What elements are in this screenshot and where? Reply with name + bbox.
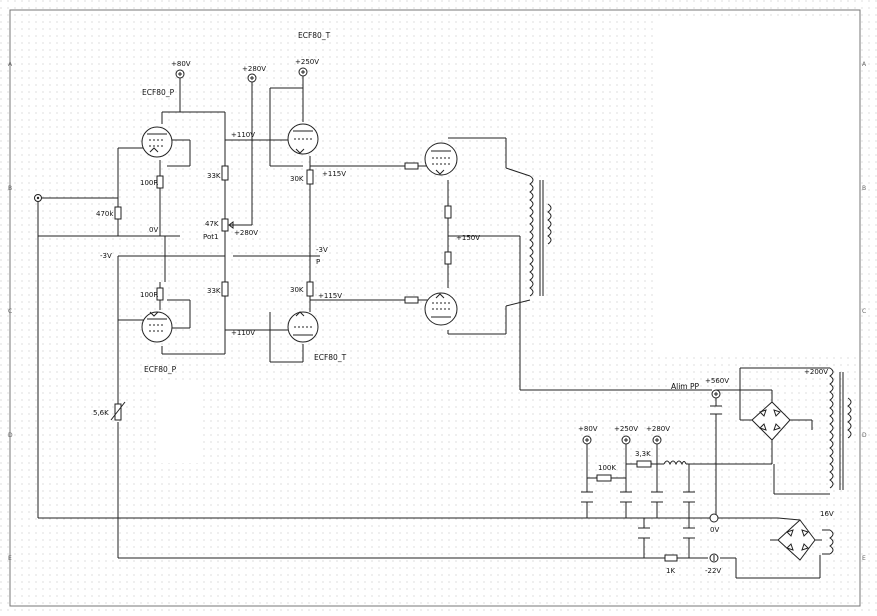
ruler-letter-c: C xyxy=(8,308,12,315)
label-v115-top: +115V xyxy=(322,170,346,178)
tube-bottom-pentode xyxy=(141,311,173,343)
label-r33k-top: 33K xyxy=(207,172,221,180)
label-psu-16v: 16V xyxy=(820,510,834,518)
label-psu-minus22v: -22V xyxy=(705,567,721,575)
label-r33k-bottom: 33K xyxy=(207,287,221,295)
blank-area-top-right xyxy=(655,18,860,353)
ruler-letter-a-right: A xyxy=(862,61,867,68)
label-v110-top: +110V xyxy=(231,131,255,139)
ruler-letter-b: B xyxy=(8,185,12,192)
label-bottom-pentode: ECF80_P xyxy=(144,365,177,374)
bridge-rectifier-lv xyxy=(777,519,816,561)
label-psu-80v: +80V xyxy=(578,425,598,433)
label-supply-80v: +80V xyxy=(171,60,191,68)
choke-inductor xyxy=(663,460,687,466)
output-transformer xyxy=(529,175,552,297)
tube-bottom-triode xyxy=(287,311,319,343)
label-pot-value: 47K xyxy=(205,220,219,228)
label-v110-bottom: +110V xyxy=(231,329,255,337)
ruler-letter-b-right: B xyxy=(862,185,866,192)
label-v115-bottom: +115V xyxy=(318,292,342,300)
bridge-rectifier-hv xyxy=(751,401,791,441)
tube-output-top xyxy=(424,142,458,176)
label-point-p: P xyxy=(316,258,320,266)
label-r1k: 1K xyxy=(666,567,675,575)
tube-top-triode xyxy=(287,123,319,155)
label-psu-560v: +560V xyxy=(705,377,729,385)
tube-output-bottom xyxy=(424,292,458,326)
ruler-letter-a: A xyxy=(8,61,13,68)
label-r30k-bottom: 30K xyxy=(290,286,304,294)
label-alim-pp: Alim PP xyxy=(671,382,700,391)
tube-top-pentode xyxy=(141,126,173,158)
label-supply-250v: +250V xyxy=(295,58,319,66)
ruler-letter-e: E xyxy=(8,555,12,562)
label-pot-280v: +280V xyxy=(234,229,258,237)
label-psu-200v: +200V xyxy=(804,368,828,376)
label-psu-250v: +250V xyxy=(614,425,638,433)
label-r3-3k: 3,3K xyxy=(635,450,651,458)
ruler-letter-c-right: C xyxy=(862,308,866,315)
label-pot-name: Pot1 xyxy=(203,233,218,241)
label-r100-bottom: 100R xyxy=(140,291,158,299)
label-top-triode: ECF80_T xyxy=(298,31,331,40)
label-minus3v-right: -3V xyxy=(316,246,328,254)
label-bottom-triode: ECF80_T xyxy=(314,353,347,362)
label-r100-top: 100R xyxy=(140,179,158,187)
label-r5-6k: 5,6K xyxy=(93,409,109,417)
blank-area-left xyxy=(158,383,200,463)
capacitors xyxy=(581,405,722,539)
supply-terminals xyxy=(34,67,721,563)
label-r100k: 100K xyxy=(598,464,616,472)
ruler-letter-e-right: E xyxy=(862,555,866,562)
label-supply-280v: +280V xyxy=(242,65,266,73)
power-transformer xyxy=(822,367,852,555)
wires xyxy=(37,76,830,579)
label-r30k-top: 30K xyxy=(290,175,304,183)
label-top-pentode: ECF80_P xyxy=(142,88,175,97)
resistors xyxy=(110,162,678,562)
label-psu-280v: +280V xyxy=(646,425,670,433)
ruler-letter-d: D xyxy=(8,432,13,439)
label-0v-left: 0V xyxy=(149,226,158,234)
label-v150: +150V xyxy=(456,234,480,242)
ruler-letter-d-right: D xyxy=(862,432,867,439)
label-minus3v-left: -3V xyxy=(100,252,112,260)
label-psu-0v: 0V xyxy=(710,526,719,534)
label-r470k: 470k xyxy=(96,210,114,218)
